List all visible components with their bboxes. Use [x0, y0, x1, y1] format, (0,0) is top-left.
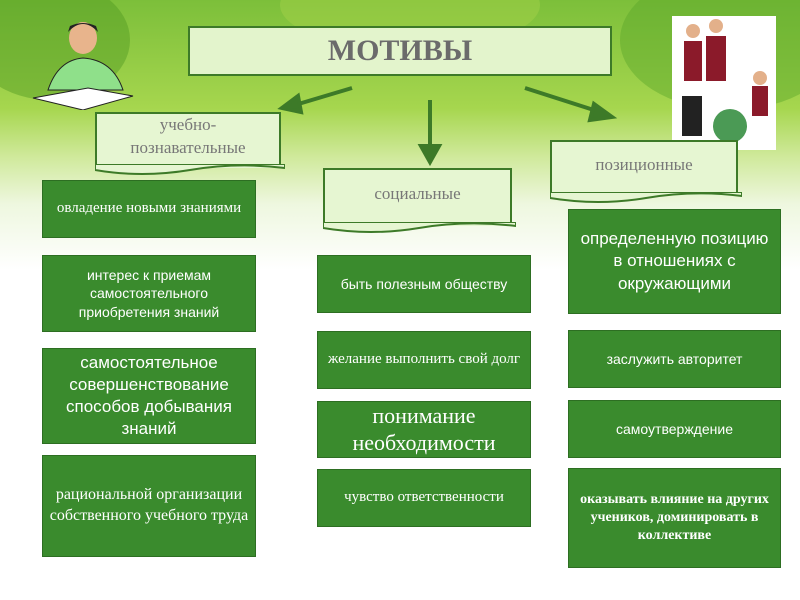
motive-item: быть полезным обществу — [317, 255, 531, 313]
motive-item: желание выполнить свой долг — [317, 331, 531, 389]
motive-item: определенную позицию в отношениях с окру… — [568, 209, 781, 314]
category-header-social: социальные — [323, 168, 516, 233]
category-label: позиционные — [595, 154, 693, 174]
motive-item: понимание необходимости — [317, 401, 531, 458]
motive-item: чувство ответственности — [317, 469, 531, 527]
motive-item: интерес к приемам самостоятельного приоб… — [42, 255, 256, 332]
motive-item: оказывать влияние на других учеников, до… — [568, 468, 781, 568]
motive-item: самоутверждение — [568, 400, 781, 458]
arrow-left — [294, 86, 353, 107]
motive-item: рациональной организации собственного уч… — [42, 455, 256, 557]
motive-item: овладение новыми знаниями — [42, 180, 256, 238]
arrow-right — [524, 86, 601, 114]
category-header-educational: учебно- познавательные — [95, 112, 285, 175]
arrows — [277, 86, 618, 167]
motive-item: заслужить авторитет — [568, 330, 781, 388]
page-title: МОТИВЫ — [188, 26, 612, 76]
student-reading-illustration — [32, 22, 134, 110]
category-header-positional: позиционные — [550, 140, 742, 203]
category-label: учебно- познавательные — [130, 115, 246, 157]
category-label: социальные — [374, 183, 461, 203]
motive-item: самостоятельное совершенствование способ… — [42, 348, 256, 444]
students-globe-photo — [672, 16, 776, 150]
